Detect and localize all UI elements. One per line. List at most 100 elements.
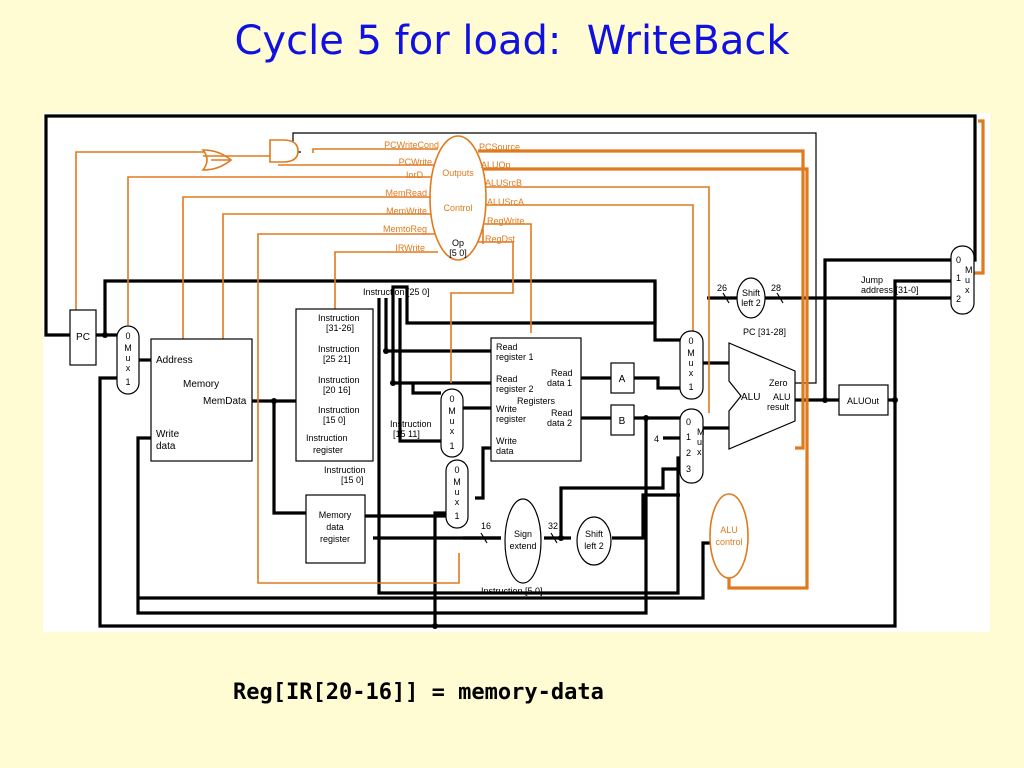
- alu-result-label: ALU: [773, 392, 791, 402]
- instr-25-0-label: Instruction [25 0]: [363, 287, 430, 297]
- ir-rd-wire: [398, 298, 441, 443]
- aluout-label: ALUOut: [847, 396, 880, 406]
- jump-shift-label-b: left 2: [741, 298, 761, 308]
- aluout-to-memtoreg-wire: [433, 511, 453, 626]
- alusrcb-mux-u: u: [697, 437, 702, 447]
- junction-dot: [383, 348, 389, 354]
- signal-alusrca: ALUSrcA: [487, 197, 524, 207]
- signal-aluop: ALUOp: [481, 160, 511, 170]
- ir-line: Instruction: [318, 405, 360, 415]
- control-outputs-label: Outputs: [442, 168, 474, 178]
- memory-name-label: Memory: [183, 379, 219, 390]
- junction-dot: [558, 535, 564, 541]
- alusrcb-mux-in2: 2: [686, 448, 691, 458]
- alusrcb-mux-in0: 0: [686, 417, 691, 427]
- slide-title: Cycle 5 for load: WriteBack: [234, 18, 790, 64]
- reg-write-reg-b: register: [496, 414, 526, 424]
- alu-to-pcsource-wire: [823, 258, 953, 400]
- junction-dot: [892, 397, 898, 403]
- junction-dot: [643, 415, 649, 421]
- signal-alusrcb: ALUSrcB: [485, 178, 522, 188]
- signal-regdst: RegDst: [485, 234, 516, 244]
- a-to-mux-wire: [634, 376, 680, 390]
- memtoreg-mux-in0: 0: [454, 465, 459, 475]
- ir-line: register: [313, 445, 343, 455]
- alu-unit: [728, 342, 796, 450]
- branch-shift-label: Shift: [585, 529, 604, 539]
- ir-line: [25 21]: [323, 354, 351, 364]
- memdata-to-mdr-wire: [272, 401, 306, 515]
- ir-rt-to-mux-wire: [411, 383, 441, 395]
- ir-line: [31-26]: [326, 323, 354, 333]
- control-label: Control: [443, 203, 472, 213]
- alu-control-label: ALU: [720, 525, 738, 535]
- alu-control-label-b: control: [715, 537, 742, 547]
- aluop-wire: [478, 167, 809, 590]
- pcwritecond-wire: [312, 148, 438, 153]
- iord-wire: [127, 176, 438, 325]
- regdst-mux: [440, 388, 464, 458]
- alu-control-unit: [709, 493, 749, 579]
- pc-label: PC: [76, 332, 90, 343]
- alucontrol-bus-wire: [138, 541, 743, 600]
- alusrca-mux: [679, 330, 704, 400]
- reg-read-data1-b: data 1: [547, 378, 572, 388]
- sign-extend-label: Sign: [514, 529, 532, 539]
- instr-15-0-bits: [15 0]: [341, 475, 364, 485]
- control-op-label: Op: [452, 238, 464, 248]
- regdst-mux-u: u: [449, 416, 454, 426]
- ir-line: Instruction: [306, 433, 348, 443]
- signal-memtoreg: MemtoReg: [383, 224, 427, 234]
- bits-28-label: 28: [771, 283, 781, 293]
- memory-unit: [150, 338, 253, 462]
- sign-extend-label-b: extend: [509, 541, 536, 551]
- reg-write-data: Write: [496, 436, 517, 446]
- memtoreg-mux-u: u: [454, 487, 459, 497]
- memtoreg-mux-in1: 1: [454, 511, 459, 521]
- memread-wire: [182, 196, 438, 339]
- junction-dot: [271, 398, 277, 404]
- jump-address-bits: address [31-0]: [861, 285, 919, 295]
- regdst-wire: [450, 241, 514, 383]
- mdr-line: Memory: [319, 510, 352, 520]
- a-register: [610, 362, 635, 394]
- alusrcb-mux-in1: 1: [686, 432, 691, 442]
- memory-data-register: [305, 494, 366, 564]
- shift-to-alusrcb-wire: [612, 493, 680, 540]
- aluout-register: [838, 384, 889, 416]
- alusrca-mux-in0: 0: [688, 336, 693, 346]
- reg-read-data2: Read: [551, 408, 573, 418]
- bus-width-ticks: [480, 292, 784, 544]
- instr-15-11-bits: [15 11]: [393, 429, 420, 439]
- pcsource-wire: [478, 149, 805, 450]
- signal-pcsource: PCSource: [479, 142, 520, 152]
- pcsource-mux-in2: 2: [956, 294, 961, 304]
- ir-line: Instruction: [318, 313, 360, 323]
- mdr-line: register: [320, 534, 350, 544]
- alu-zero-label: Zero: [769, 378, 788, 388]
- ir-line: Instruction: [318, 375, 360, 385]
- memtoreg-mux-x: x: [455, 497, 460, 507]
- reg-read-data2-b: data 2: [547, 418, 572, 428]
- branch-shift-label-b: left 2: [584, 541, 604, 551]
- reg-read-reg1-b: register 1: [496, 352, 534, 362]
- register-file: [490, 337, 582, 462]
- aluout-to-pcsource-wire: [893, 279, 953, 400]
- b-to-memwrite-wire: [136, 418, 648, 615]
- signal-iord: IorD: [406, 170, 424, 180]
- alusrcb-mux-x: x: [697, 447, 702, 457]
- datapath-svg: Outputs Control Op [5 0] PCWriteCond PCW…: [44, 114, 985, 629]
- memory-address-label: Address: [156, 355, 193, 366]
- memtoreg-wire: [257, 233, 460, 584]
- pcsource-mux-in0: 0: [956, 255, 961, 265]
- jump-shift-label: Shift: [742, 288, 761, 298]
- pc-register: [69, 309, 97, 366]
- regwrite-wire: [478, 223, 532, 333]
- memtoreg-to-writedata-wire: [475, 446, 491, 500]
- a-label: A: [619, 374, 626, 385]
- b-label: B: [619, 416, 626, 427]
- branch-shift-left-2: [576, 516, 612, 566]
- junction-dot: [432, 623, 438, 629]
- pc-write-enable-wire: [75, 151, 211, 319]
- regdst-mux-x: x: [450, 426, 455, 436]
